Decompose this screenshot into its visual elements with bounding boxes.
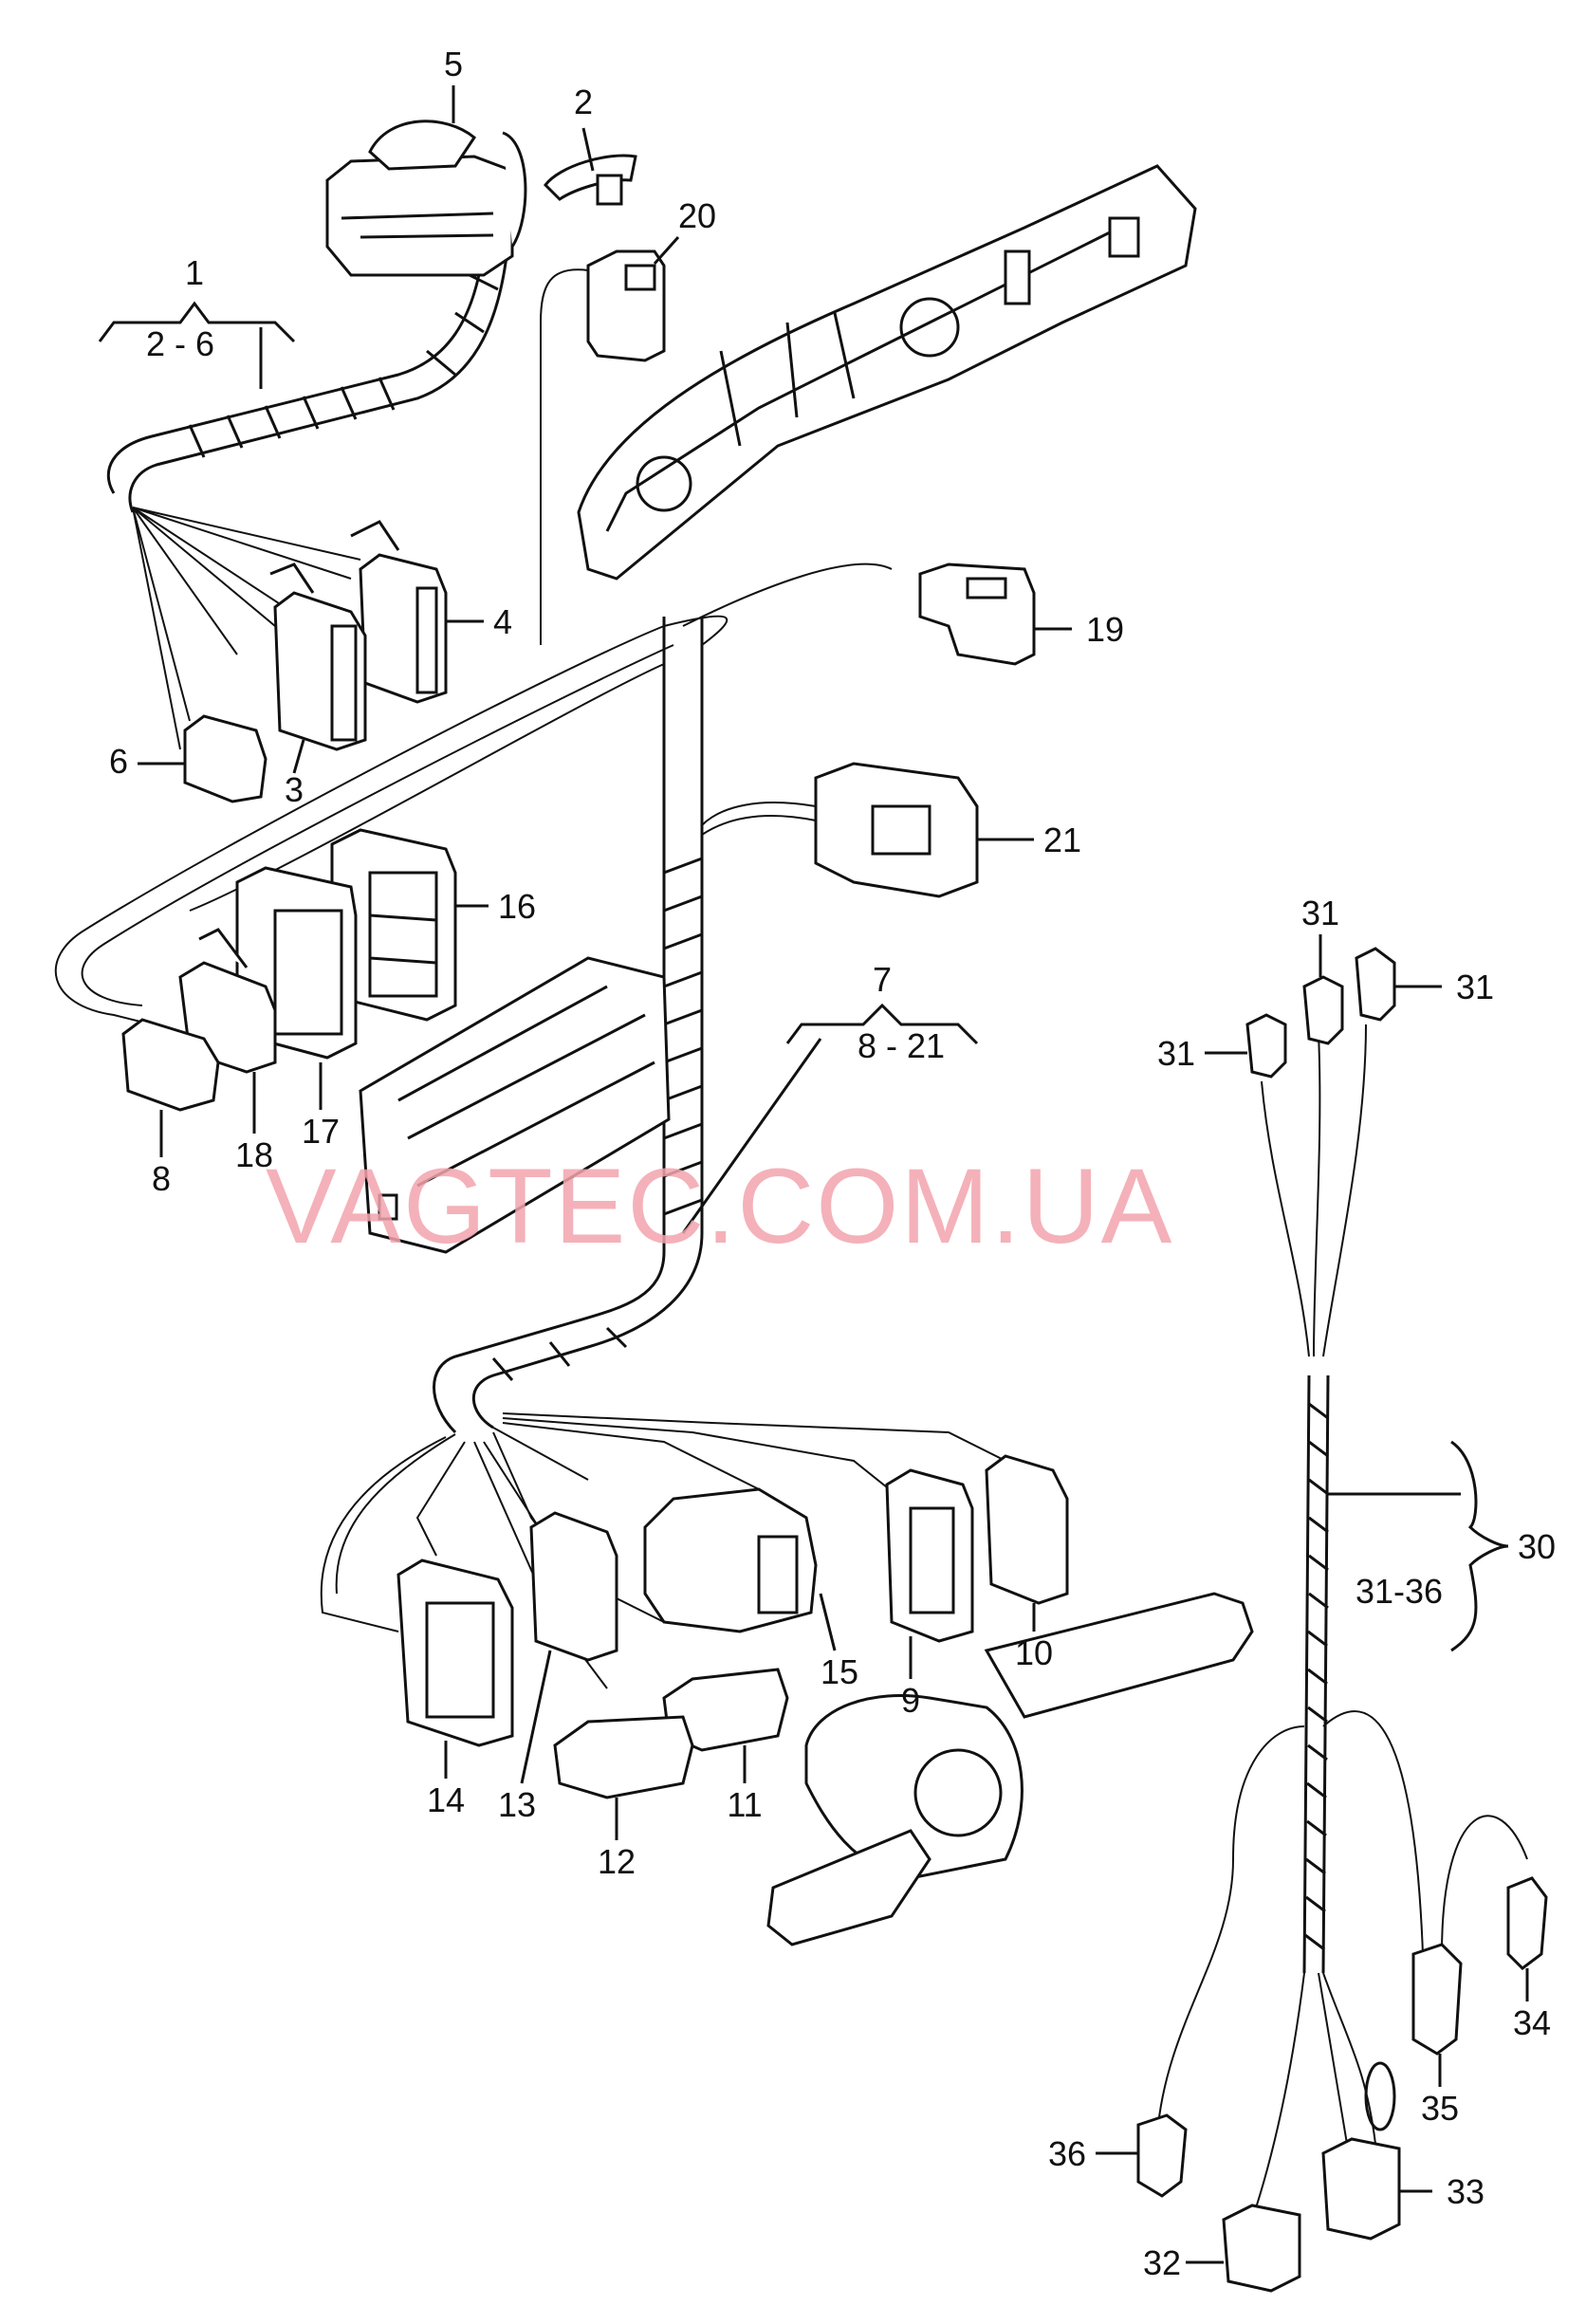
label-14: 14 — [427, 1780, 465, 1819]
connector-part-8 — [121, 1018, 220, 1112]
label-34: 34 — [1513, 2003, 1551, 2042]
connector-part-16 — [330, 828, 457, 1022]
label-7: 7 — [873, 960, 892, 999]
harness-main-bundle — [54, 615, 817, 1434]
label-7-range: 8 - 21 — [858, 1026, 945, 1065]
label-30: 30 — [1518, 1527, 1556, 1566]
connector-part-9 — [885, 1468, 974, 1643]
label-2: 2 — [574, 83, 593, 121]
connector-part-15 — [643, 1487, 818, 1633]
connector-part-3 — [269, 563, 367, 751]
connector-part-10 — [985, 1454, 1069, 1605]
connector-part-6 — [183, 714, 267, 803]
label-5: 5 — [444, 45, 463, 83]
label-30-range: 31-36 — [1355, 1572, 1443, 1611]
label-31-right: 31 — [1456, 968, 1494, 1006]
part-labels: 1 2 - 6 2 3 4 5 6 7 8 - 21 8 9 10 11 12 … — [109, 45, 1556, 2282]
label-3: 3 — [285, 770, 304, 809]
connector-part-32 — [1222, 2204, 1301, 2293]
connector-part-12 — [553, 1715, 694, 1799]
label-18: 18 — [235, 1135, 273, 1174]
connector-part-34 — [1506, 1876, 1548, 1970]
label-1: 1 — [185, 253, 204, 292]
label-8: 8 — [152, 1159, 171, 1198]
label-9: 9 — [901, 1681, 920, 1720]
label-32: 32 — [1143, 2243, 1181, 2282]
watermark-text: VAGTEC.COM.UA — [266, 1147, 1173, 1265]
label-10: 10 — [1015, 1633, 1053, 1672]
connector-part-35 — [1411, 1943, 1463, 2056]
connector-part-19 — [682, 563, 1036, 666]
label-12: 12 — [598, 1842, 636, 1881]
instrument-cluster — [577, 164, 1197, 581]
label-36: 36 — [1048, 2134, 1086, 2173]
leader-lines — [98, 85, 1529, 2264]
label-1-range: 2 - 6 — [146, 324, 214, 363]
connector-part-31a — [1245, 1013, 1287, 1079]
label-6: 6 — [109, 742, 128, 781]
label-21: 21 — [1043, 821, 1081, 859]
label-16: 16 — [498, 887, 536, 926]
label-31-left: 31 — [1157, 1034, 1195, 1073]
connector-part-13 — [529, 1511, 618, 1662]
cable-tie-part-2 — [544, 154, 637, 206]
connector-part-14 — [396, 1559, 514, 1747]
connector-part-21 — [814, 762, 979, 898]
connector-part-31c — [1355, 947, 1396, 1022]
label-11: 11 — [727, 1785, 762, 1824]
harness-right-bundle — [1156, 1024, 1528, 2221]
connector-part-20 — [540, 249, 666, 645]
relay-box — [359, 956, 671, 1254]
connector-part-31b — [1302, 975, 1344, 1045]
connector-part-5 — [325, 120, 527, 277]
label-17: 17 — [302, 1112, 340, 1151]
label-31-middle: 31 — [1301, 894, 1339, 932]
connector-part-36 — [1136, 2113, 1188, 2198]
label-13: 13 — [498, 1785, 536, 1824]
label-4: 4 — [493, 602, 512, 641]
label-20: 20 — [678, 196, 716, 235]
steering-column-switch — [766, 1592, 1254, 1946]
label-15: 15 — [821, 1652, 858, 1691]
connector-part-33 — [1321, 2061, 1401, 2241]
label-35: 35 — [1421, 2089, 1459, 2128]
connector-part-4 — [350, 520, 448, 704]
harness-upper-bundle — [106, 246, 509, 750]
label-19: 19 — [1086, 610, 1124, 649]
label-33: 33 — [1447, 2172, 1485, 2211]
